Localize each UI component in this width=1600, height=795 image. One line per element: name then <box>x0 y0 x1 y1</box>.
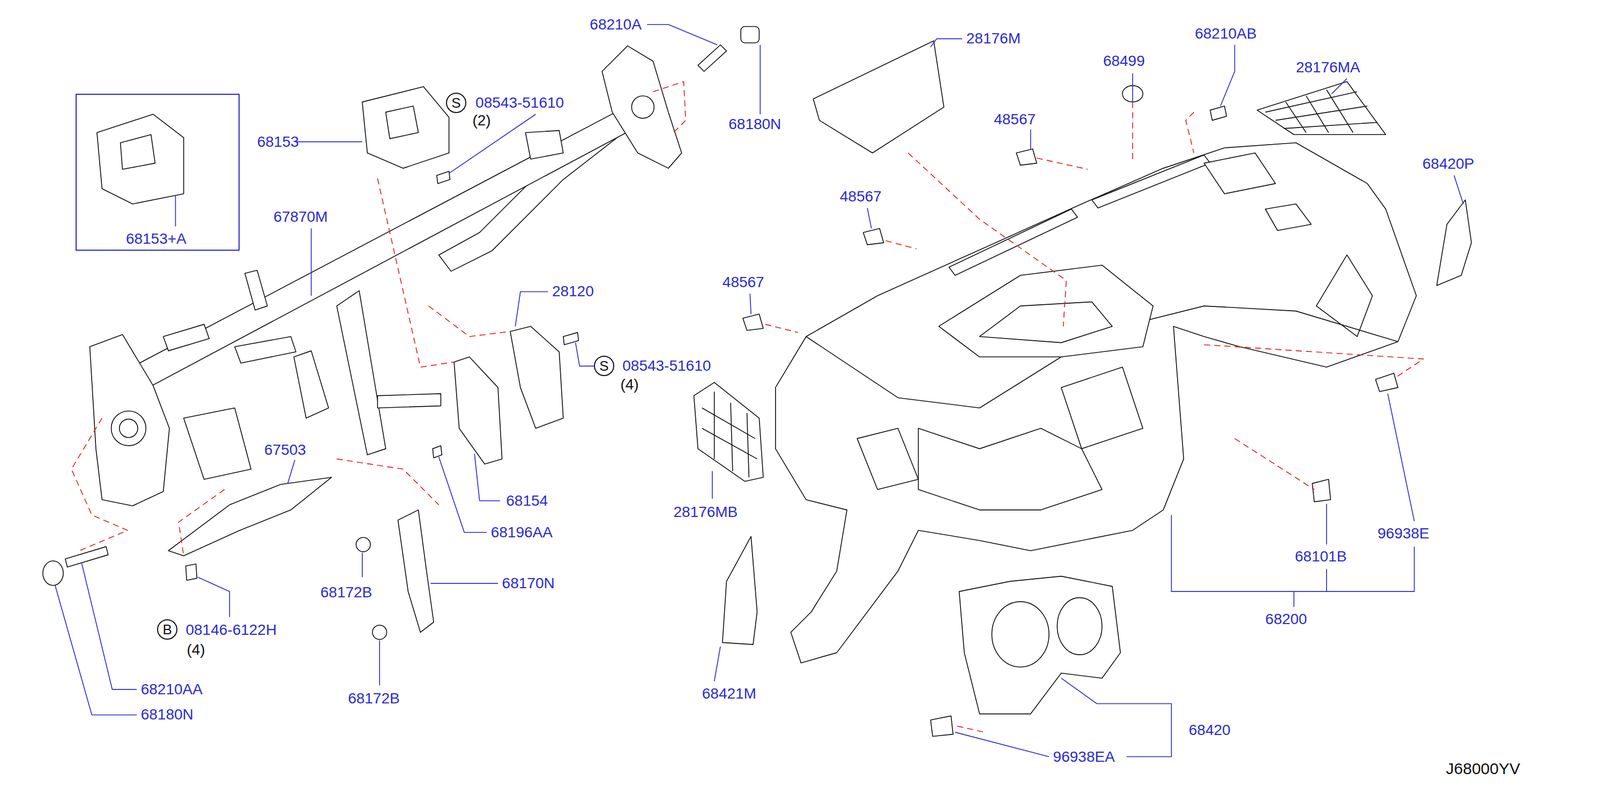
standard-part-symbol: S <box>593 355 615 377</box>
part-number: 96938E <box>1377 525 1430 543</box>
part-number: 28120 <box>552 283 594 301</box>
symbol-letter: B <box>162 622 173 637</box>
steering-member <box>90 46 682 507</box>
standard-part-symbol: B <box>157 619 178 640</box>
part-number: 28176MA <box>1296 58 1361 77</box>
part-number: 68180N <box>728 115 781 133</box>
part-number: 68170N <box>502 575 555 593</box>
symbol-letter: S <box>599 359 609 374</box>
standard-part-number: 08543-51610 <box>475 94 564 112</box>
part-number: 28176M <box>966 30 1021 48</box>
part-number: 67870M <box>273 208 328 226</box>
part-number: 96938EA <box>1053 748 1115 766</box>
standard-part-symbol: S <box>445 92 467 114</box>
symbol-letter: S <box>451 95 461 110</box>
inset-box: 68153+A <box>75 93 240 251</box>
part-number: 48567 <box>722 273 765 292</box>
part-number: 68180N <box>140 706 194 724</box>
part-number: 68210A <box>589 16 642 34</box>
part-number: 68420 <box>1188 722 1231 740</box>
standard-part-number: 08146-6122H <box>185 621 277 639</box>
diagram-code: J68000YV <box>1446 760 1521 779</box>
part-number: 28176MB <box>673 503 738 522</box>
quantity-note: (4) <box>186 641 205 659</box>
quantity-note: (4) <box>620 376 639 394</box>
part-number: 48567 <box>993 110 1036 129</box>
part-number: 68210AB <box>1194 25 1257 43</box>
part-number: 68172B <box>347 690 400 708</box>
part-number: 67503 <box>264 441 307 459</box>
part-number: 68196AA <box>490 524 553 542</box>
part-number: 68154 <box>505 492 548 510</box>
part-number: 68499 <box>1103 52 1145 70</box>
part-number: 68101B <box>1295 548 1348 566</box>
standard-part-number: 08543-51610 <box>622 357 711 375</box>
part-number: 68200 <box>1265 610 1308 628</box>
part-number: 68172B <box>320 584 373 602</box>
part-number: 68153+A <box>125 229 187 248</box>
quantity-note: (2) <box>472 112 491 130</box>
part-number: 68421M <box>702 685 757 703</box>
part-number: 68420P <box>1422 155 1475 173</box>
part-number: 68153 <box>257 133 300 151</box>
part-number: 48567 <box>839 188 882 206</box>
part-number: 68210AA <box>140 681 203 699</box>
